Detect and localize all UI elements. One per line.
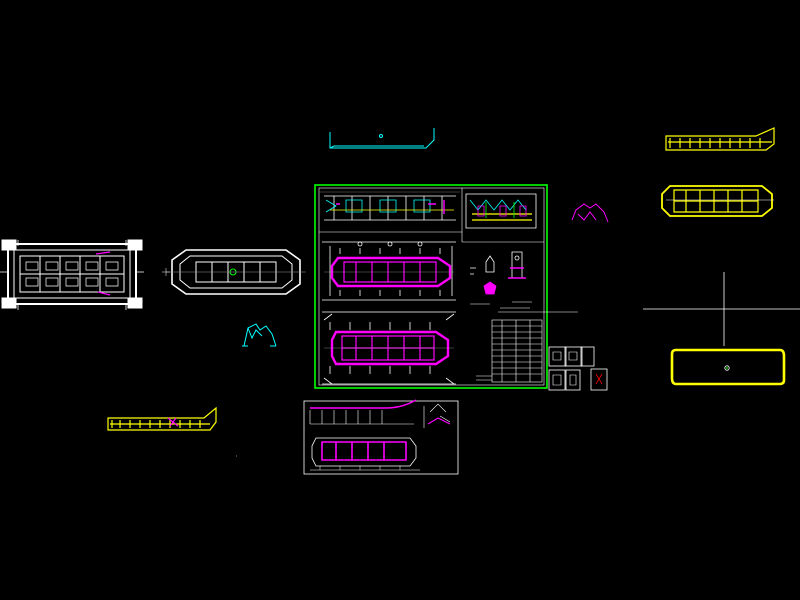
detail-boxes-group[interactable] [548,346,608,391]
yellow-side-profile-left[interactable] [107,406,217,431]
sheet-plan-view-upper[interactable] [322,241,456,301]
stray-point-markers [162,268,237,457]
secondary-drawing-sheet[interactable] [303,399,459,475]
sheet-notes [470,301,578,313]
sheet-elevation-view[interactable] [320,191,460,221]
yellow-capsule-outline[interactable] [670,348,786,386]
sheet-plan-view-lower[interactable] [322,311,456,385]
sheet-title-block[interactable] [476,319,543,383]
cyan-bracket-detail[interactable] [242,323,277,347]
yellow-side-profile-right[interactable] [665,127,775,151]
left-plan-view-drawing[interactable] [0,239,144,310]
second-plan-view-drawing[interactable] [166,249,306,295]
main-drawing-sheet[interactable] [314,184,578,389]
sheet-section-details[interactable] [470,251,526,295]
sheet-detail-view[interactable] [465,193,537,229]
cyan-section-profile[interactable] [329,128,435,149]
crosshair-cursor-icon[interactable] [643,272,800,346]
yellow-plan-view-right[interactable] [661,185,774,217]
magenta-bracket-detail[interactable] [571,203,609,223]
